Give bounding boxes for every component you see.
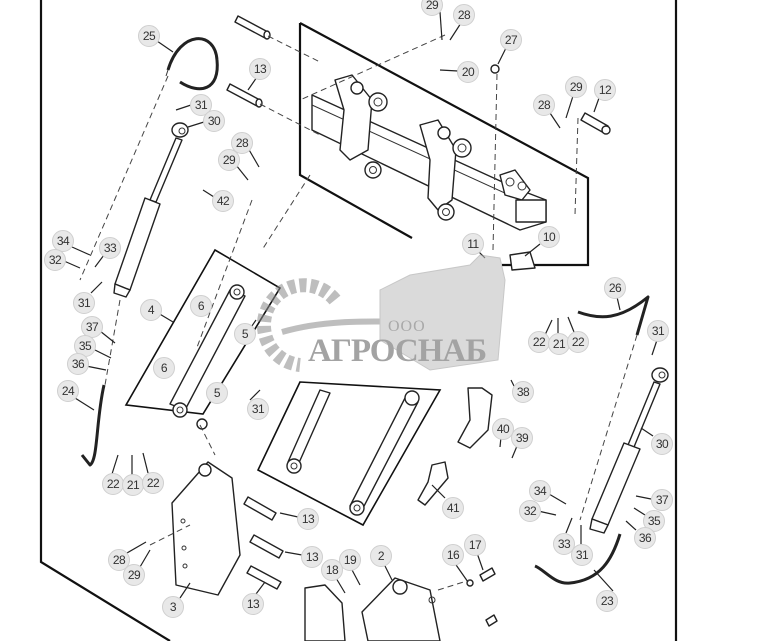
part-callout: 13: [301, 546, 323, 568]
sheet-frame: [39, 0, 171, 641]
part-callout: 42: [212, 190, 234, 212]
part-callout: 18: [321, 559, 343, 581]
part-callout: 22: [528, 331, 550, 353]
bracket-3: [171, 461, 241, 596]
part-callout: 3: [162, 596, 184, 618]
part-callout: 36: [634, 527, 656, 549]
part-callout: 28: [533, 94, 555, 116]
hose-25: [166, 37, 219, 91]
pin-12: [580, 112, 611, 135]
part-callout: 4: [140, 299, 162, 321]
part-callout: 13: [249, 58, 271, 80]
part-callout: 31: [571, 544, 593, 566]
part-callout: 28: [231, 132, 253, 154]
bolt-lower: [485, 614, 498, 627]
part-callout: 29: [565, 76, 587, 98]
part-callout: 33: [99, 237, 121, 259]
part-callout: 31: [647, 320, 669, 342]
part-callout: 34: [52, 230, 74, 252]
part-callout: 6: [153, 357, 175, 379]
bracket-2: [361, 577, 441, 641]
hose-24: [80, 384, 106, 467]
part-callout: 31: [190, 94, 212, 116]
part-callout: 11: [462, 233, 484, 255]
part-callout: 29: [421, 0, 443, 16]
part-callout: 22: [142, 472, 164, 494]
part-callout: 27: [500, 29, 522, 51]
part-callout: 25: [138, 25, 160, 47]
part-callout: 22: [102, 473, 124, 495]
arms-panel: [256, 381, 442, 527]
part-callout: 38: [512, 381, 534, 403]
pin-13-top: [226, 83, 263, 108]
part-callout: 23: [596, 590, 618, 612]
crossbeam-panel: [298, 22, 590, 267]
part-callout: 32: [519, 500, 541, 522]
crossbeam-assembly: [311, 74, 547, 231]
part-callout: 5: [206, 382, 228, 404]
alignment-lines: [79, 34, 638, 591]
pin-top: [234, 15, 271, 40]
part-callout: 12: [594, 79, 616, 101]
bolt-17: [479, 567, 496, 582]
hose-23: [534, 533, 622, 585]
part-callout: 30: [203, 110, 225, 132]
hose-26: [577, 295, 650, 336]
part-callout: 31: [73, 292, 95, 314]
part-callout: 13: [297, 508, 319, 530]
part-callout: 29: [123, 564, 145, 586]
tooth-41: [417, 461, 449, 506]
part-callout: 22: [567, 331, 589, 353]
watermark-prefix: ООО: [388, 318, 426, 335]
part-callout: 10: [538, 226, 560, 248]
lower-arms: [286, 389, 420, 516]
cylinder-left: [113, 122, 189, 298]
part-callout: 36: [67, 353, 89, 375]
part-callout: 16: [442, 544, 464, 566]
cylinder-right: [589, 367, 669, 534]
part-callout: 37: [651, 489, 673, 511]
part-callout: 20: [457, 61, 479, 83]
ring-27: [490, 64, 500, 74]
part-callout: 5: [234, 323, 256, 345]
blade-38: [457, 387, 493, 449]
part-callout: 32: [44, 249, 66, 271]
part-callout: 2: [370, 545, 392, 567]
part-callout: 21: [122, 474, 144, 496]
plate-18: [304, 584, 346, 641]
part-callout: 19: [339, 549, 361, 571]
part-callout: 30: [651, 433, 673, 455]
part-callout: 39: [511, 427, 533, 449]
part-callout: 13: [242, 593, 264, 615]
part-callout: 6: [190, 295, 212, 317]
pins-13-lower: [243, 496, 284, 590]
part-callout: 28: [453, 4, 475, 26]
part-callout: 40: [492, 418, 514, 440]
wedge-10: [509, 251, 536, 271]
leader-lines: [63, 11, 658, 599]
part-callout: 33: [553, 533, 575, 555]
part-callout: 34: [529, 480, 551, 502]
part-callout: 26: [604, 277, 626, 299]
part-callout: 24: [57, 380, 79, 402]
part-callout: 28: [108, 549, 130, 571]
link-4: [169, 284, 246, 430]
watermark-name: АГРОСНАБ: [308, 333, 487, 369]
part-callout: 29: [218, 149, 240, 171]
watermark-logo: [256, 254, 506, 372]
part-callout: 41: [442, 497, 464, 519]
part-callout: 17: [464, 534, 486, 556]
part-callout: 31: [247, 398, 269, 420]
link-panel: [124, 248, 282, 415]
